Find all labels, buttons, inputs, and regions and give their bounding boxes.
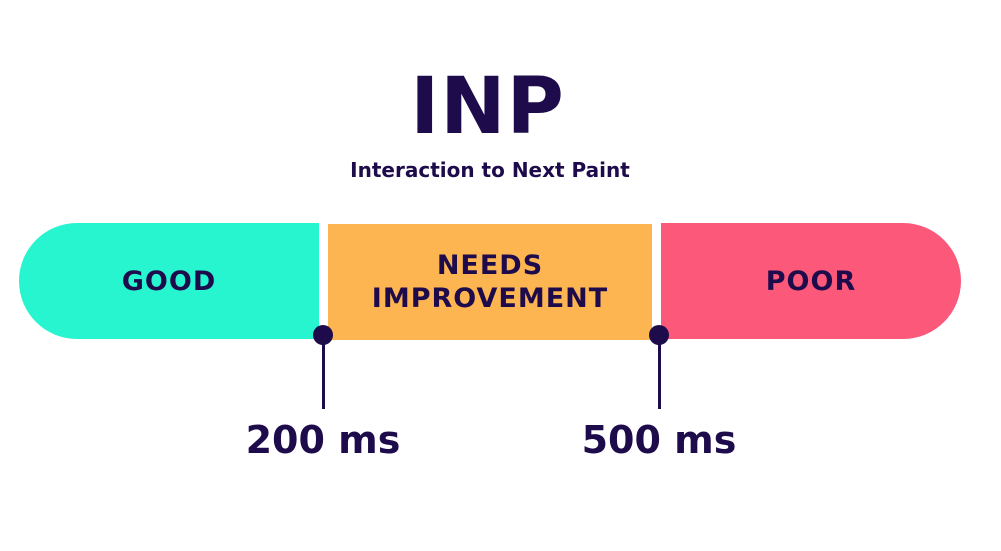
threshold-500-label: 500 ms: [581, 418, 737, 462]
segment-needs-label-line2: IMPROVEMENT: [371, 283, 609, 314]
title: INP: [410, 62, 565, 152]
segment-good-label: GOOD: [121, 265, 217, 297]
subtitle: Interaction to Next Paint: [350, 158, 630, 182]
segment-needs-label-line1: NEEDS: [436, 250, 544, 281]
threshold-200-stem: [322, 335, 325, 409]
segment-poor: POOR: [661, 223, 961, 339]
segment-poor-label: POOR: [765, 265, 857, 297]
threshold-200-marker: [313, 325, 333, 345]
threshold-500-stem: [658, 335, 661, 409]
threshold-500-marker: [649, 325, 669, 345]
segment-good: GOOD: [19, 223, 319, 339]
threshold-200-label: 200 ms: [245, 418, 401, 462]
